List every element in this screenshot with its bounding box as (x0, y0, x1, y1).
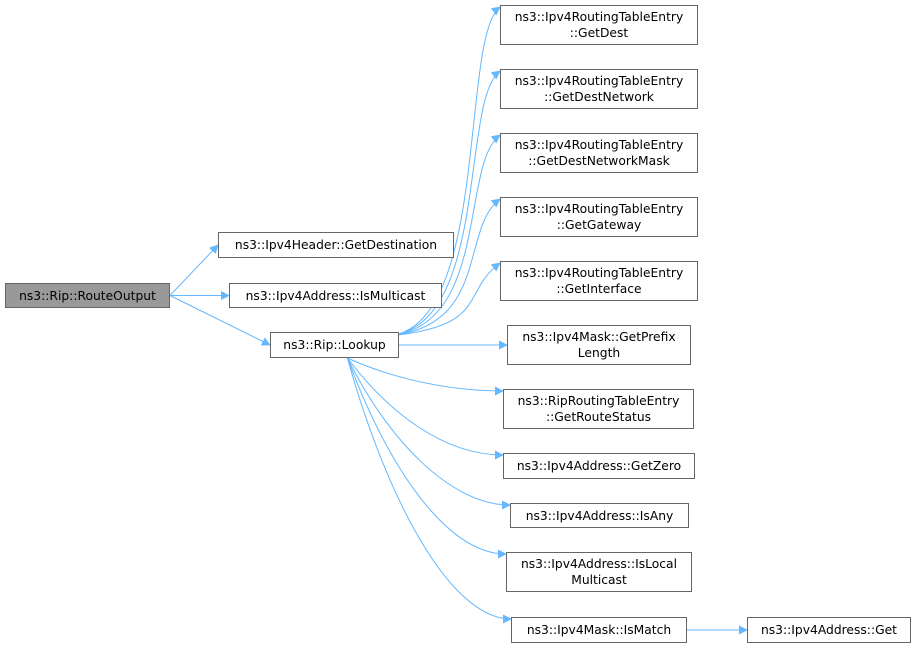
node-get-zero[interactable]: ns3::Ipv4Address::GetZero (503, 453, 695, 479)
edge-lookup-to-is_local_multicast (346, 357, 507, 559)
node-rip-route-output: ns3::Rip::RouteOutput (5, 283, 170, 308)
edge-lookup-to-get_interface (388, 262, 501, 337)
node-ipv4address-get[interactable]: ns3::Ipv4Address::Get (747, 617, 911, 643)
node-label-line: ::GetDest (569, 26, 629, 40)
edge-route_output-to-lookup (169, 295, 271, 346)
node-label-line: ::GetGateway (556, 218, 642, 232)
node-label-line: Multicast (571, 573, 627, 587)
edge-lookup-to-get_route_status (347, 357, 504, 396)
node-label-line: ns3::Ipv4Mask::IsMatch (526, 623, 672, 637)
node-get-gateway[interactable]: ns3::Ipv4RoutingTableEntry ::GetGateway (500, 197, 698, 237)
node-label-line: ::GetRouteStatus (545, 410, 652, 424)
node-label-line: ns3::Ipv4Address::IsLocal (520, 557, 677, 571)
edge-route_output-to-get_destination (169, 244, 219, 296)
edge-lookup-to-get_dest_network (388, 70, 501, 337)
node-label-line: ns3::Ipv4Mask::GetPrefix (522, 330, 676, 344)
node-is-local-multicast[interactable]: ns3::Ipv4Address::IsLocal Multicast (506, 552, 692, 592)
node-label-line: ns3::Rip::Lookup (283, 338, 386, 352)
node-ipv4address-is-multicast[interactable]: ns3::Ipv4Address::IsMulticast (229, 283, 442, 308)
node-label-line: ns3::Ipv4RoutingTableEntry (514, 138, 684, 152)
node-get-prefix-length[interactable]: ns3::Ipv4Mask::GetPrefix Length (507, 325, 691, 365)
edge-lookup-to-get_dest (388, 6, 501, 337)
edge-lookup-to-get_zero (347, 357, 504, 460)
edge-lookup-to-is_any (346, 357, 511, 510)
node-label-line: ns3::Ipv4Address::GetZero (516, 459, 682, 473)
node-is-any[interactable]: ns3::Ipv4Address::IsAny (510, 503, 689, 528)
node-ipv4header-get-destination[interactable]: ns3::Ipv4Header::GetDestination (218, 232, 454, 258)
node-rip-lookup[interactable]: ns3::Rip::Lookup (270, 332, 399, 358)
edge-lookup-to-get_dest_network_mask (388, 134, 501, 337)
node-get-dest-network[interactable]: ns3::Ipv4RoutingTableEntry ::GetDestNetw… (500, 69, 698, 109)
node-label-line: ns3::Ipv4RoutingTableEntry (514, 202, 684, 216)
node-get-dest-network-mask[interactable]: ns3::Ipv4RoutingTableEntry ::GetDestNetw… (500, 133, 698, 173)
node-label-line: ns3::Ipv4RoutingTableEntry (514, 10, 684, 24)
node-label-line: ::GetDestNetworkMask (528, 154, 670, 168)
node-is-match[interactable]: ns3::Ipv4Mask::IsMatch (511, 617, 687, 643)
node-get-dest[interactable]: ns3::Ipv4RoutingTableEntry ::GetDest (500, 5, 698, 45)
node-label-line: ns3::Ipv4Address::IsMulticast (245, 288, 426, 303)
node-label-line: ns3::Ipv4RoutingTableEntry (514, 74, 684, 88)
edge-lookup-to-get_gateway (388, 198, 501, 337)
node-label-line: ::GetDestNetwork (544, 90, 654, 104)
node-get-route-status[interactable]: ns3::RipRoutingTableEntry ::GetRouteStat… (503, 389, 694, 429)
node-label-line: ns3::Ipv4RoutingTableEntry (514, 266, 684, 280)
node-label-line: ns3::Ipv4Header::GetDestination (234, 238, 438, 252)
node-label-line: ::GetInterface (556, 282, 642, 296)
node-label-line: ns3::Ipv4Address::IsAny (525, 508, 674, 523)
node-label-line: ns3::Ipv4Address::Get (760, 623, 898, 637)
node-label-line: ns3::Rip::RouteOutput (19, 288, 156, 303)
node-label-line: ns3::RipRoutingTableEntry (517, 394, 680, 408)
node-get-interface[interactable]: ns3::Ipv4RoutingTableEntry ::GetInterfac… (500, 261, 698, 301)
node-label-line: Length (577, 346, 621, 360)
edge-lookup-to-is_match (346, 357, 512, 624)
